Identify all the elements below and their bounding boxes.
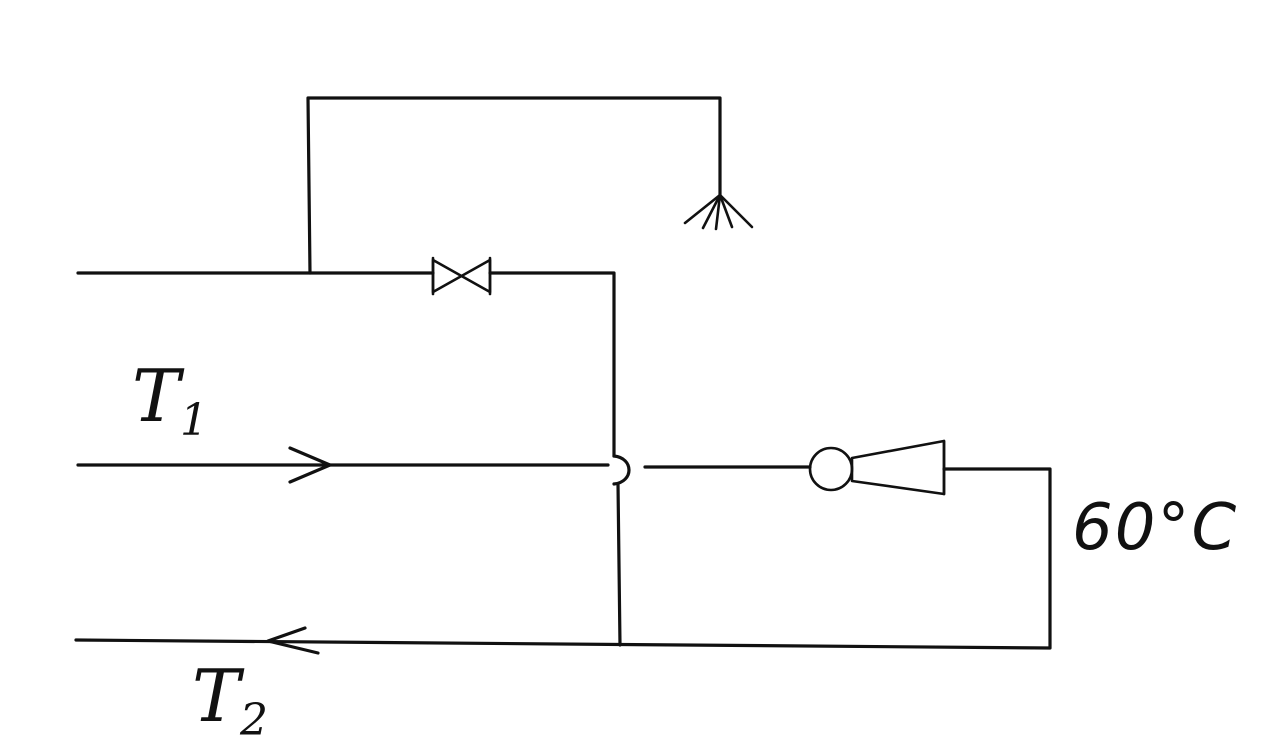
supply-arrow-icon	[288, 446, 332, 484]
return-label-main: T	[192, 654, 241, 738]
supply-label-sub: 1	[180, 395, 209, 446]
vertical-pipe-lower	[616, 482, 622, 647]
supply-label: T1	[132, 360, 208, 443]
branch-pipe-to-sprinkler	[306, 96, 722, 275]
return-label: T2	[192, 660, 268, 743]
pump-icon	[808, 439, 946, 496]
sprinkler-head-icon	[683, 193, 754, 231]
supply-label-main: T	[132, 354, 181, 438]
pipe-crossover	[612, 454, 631, 486]
temperature-label: 60°C	[1072, 491, 1239, 565]
return-arrow-icon	[266, 626, 320, 655]
upper-pipe-right	[488, 271, 616, 458]
return-label-sub: 2	[240, 695, 269, 746]
gate-valve-icon	[431, 256, 492, 296]
pump-discharge-line	[74, 467, 1052, 650]
